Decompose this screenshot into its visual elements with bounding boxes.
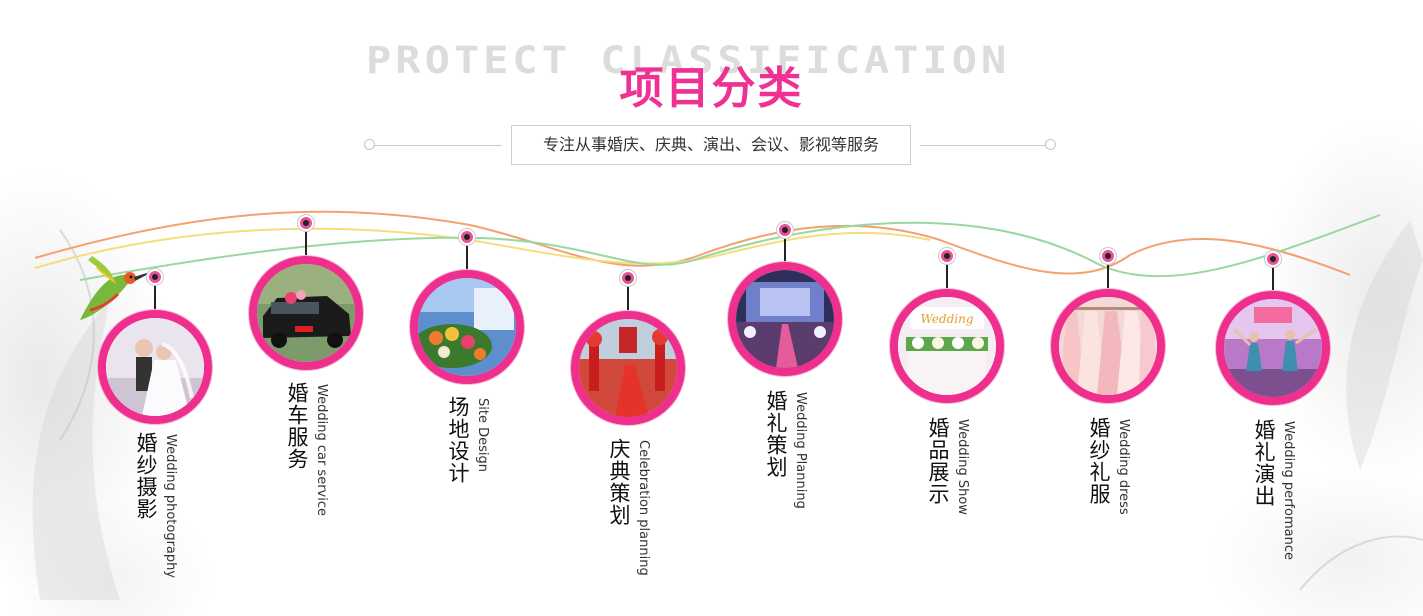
category-label-cn[interactable]: 婚纱摄影: [134, 432, 158, 520]
pin-dot: [149, 271, 161, 283]
category-label-en[interactable]: Celebration planning: [636, 440, 651, 576]
divider-left: [372, 145, 502, 146]
divider-right: [920, 145, 1050, 146]
pin-dot: [1102, 250, 1114, 262]
category-photo-dress-rack[interactable]: [1051, 289, 1165, 403]
category-photo-bride-and-groom[interactable]: [98, 310, 212, 424]
pin-stem: [627, 282, 629, 313]
category-photo-red-carpet-ceremony[interactable]: [571, 311, 685, 425]
divider-dot-right: [1045, 139, 1056, 150]
category-label-en[interactable]: Wedding photography: [163, 434, 178, 579]
pin-stem: [784, 234, 786, 264]
category-photo-flower-venue[interactable]: [410, 270, 524, 384]
category-label-cn[interactable]: 婚礼演出: [1252, 419, 1276, 507]
divider-dot-left: [364, 139, 375, 150]
pin-dot: [622, 272, 634, 284]
pin-stem: [305, 227, 307, 258]
hummingbird-icon: [80, 256, 156, 320]
category-label-en[interactable]: Wedding Show: [955, 419, 970, 515]
pin-dot: [461, 231, 473, 243]
category-label-cn[interactable]: 婚礼策划: [764, 390, 788, 478]
pin-dot: [941, 250, 953, 262]
category-label-cn[interactable]: 婚纱礼服: [1087, 417, 1111, 505]
category-photo-wedding-stage[interactable]: [728, 262, 842, 376]
category-photo-decorated-black-car[interactable]: [249, 256, 363, 370]
watermark-text: PROTECT CLASSIFICATION: [366, 38, 1011, 83]
category-label-en[interactable]: Wedding perfomance: [1281, 421, 1296, 560]
pin-dot: [1267, 253, 1279, 265]
pin-dot: [300, 217, 312, 229]
category-label-cn[interactable]: 场地设计: [446, 396, 470, 484]
category-label-cn[interactable]: 婚品展示: [926, 417, 950, 505]
category-label-en[interactable]: Wedding dress: [1116, 419, 1131, 515]
category-label-cn[interactable]: 庆典策划: [607, 438, 631, 526]
pin-stem: [1272, 263, 1274, 293]
category-label-en[interactable]: Site Design: [475, 398, 490, 472]
pin-dot: [779, 224, 791, 236]
page-title: 项目分类: [619, 63, 804, 114]
pin-stem: [946, 260, 948, 291]
subtitle: 专注从事婚庆、庆典、演出、会议、影视等服务: [511, 125, 911, 165]
pin-stem: [466, 241, 468, 272]
category-photo-wedding-sign-display[interactable]: Wedding: [890, 289, 1004, 403]
pin-stem: [1107, 260, 1109, 291]
category-photo-stage-dancers[interactable]: [1216, 291, 1330, 405]
svg-text:Wedding: Wedding: [920, 312, 973, 326]
category-label-cn[interactable]: 婚车服务: [285, 382, 309, 470]
category-label-en[interactable]: Wedding car service: [314, 384, 329, 516]
pin-stem: [154, 281, 156, 312]
category-label-en[interactable]: Wedding Planning: [793, 392, 808, 509]
